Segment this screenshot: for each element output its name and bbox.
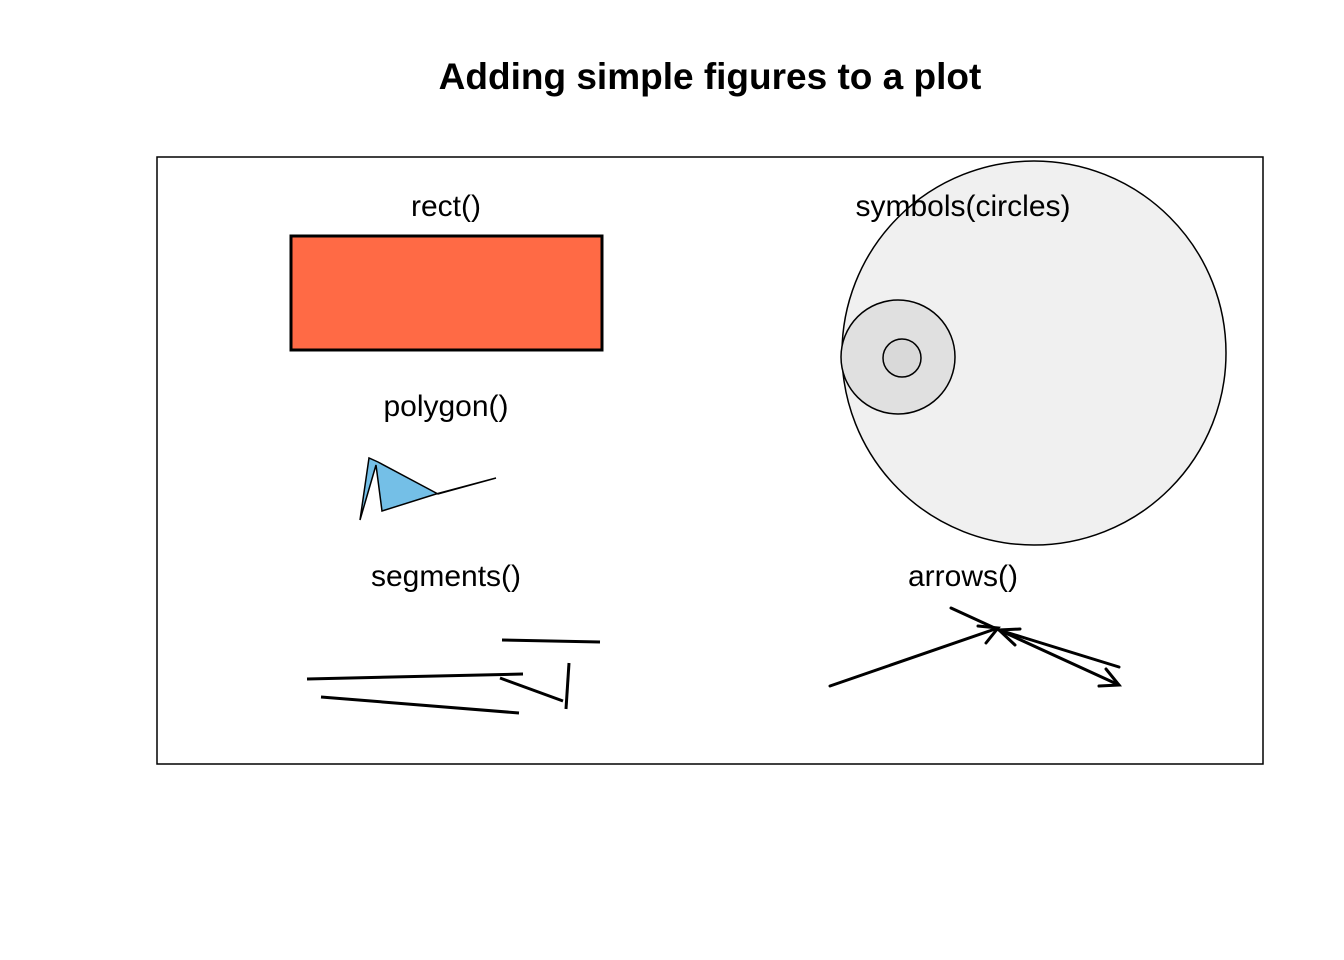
arrow-head xyxy=(1097,667,1123,688)
circle-small xyxy=(882,338,922,378)
symbols-label: symbols(circles) xyxy=(855,190,1070,223)
plot-frame xyxy=(156,156,1264,765)
segments-group xyxy=(306,638,601,715)
segment xyxy=(501,638,601,644)
arrow-shaft xyxy=(997,628,1121,669)
arrow-head xyxy=(995,627,1022,647)
segment xyxy=(499,676,564,703)
segments-label: segments() xyxy=(371,560,521,593)
arrows-group xyxy=(828,606,1123,688)
rect-shape xyxy=(289,234,604,352)
arrows-label: arrows() xyxy=(908,560,1018,593)
rect-label: rect() xyxy=(411,190,481,223)
arrow-shaft xyxy=(828,626,1000,688)
plot-title: Adding simple figures to a plot xyxy=(438,56,982,97)
segment xyxy=(564,662,571,710)
polygon-label: polygon() xyxy=(383,390,508,423)
segment xyxy=(320,695,520,715)
segment xyxy=(306,672,524,681)
arrow-shaft xyxy=(949,606,1121,687)
polygon-shape xyxy=(359,456,497,521)
